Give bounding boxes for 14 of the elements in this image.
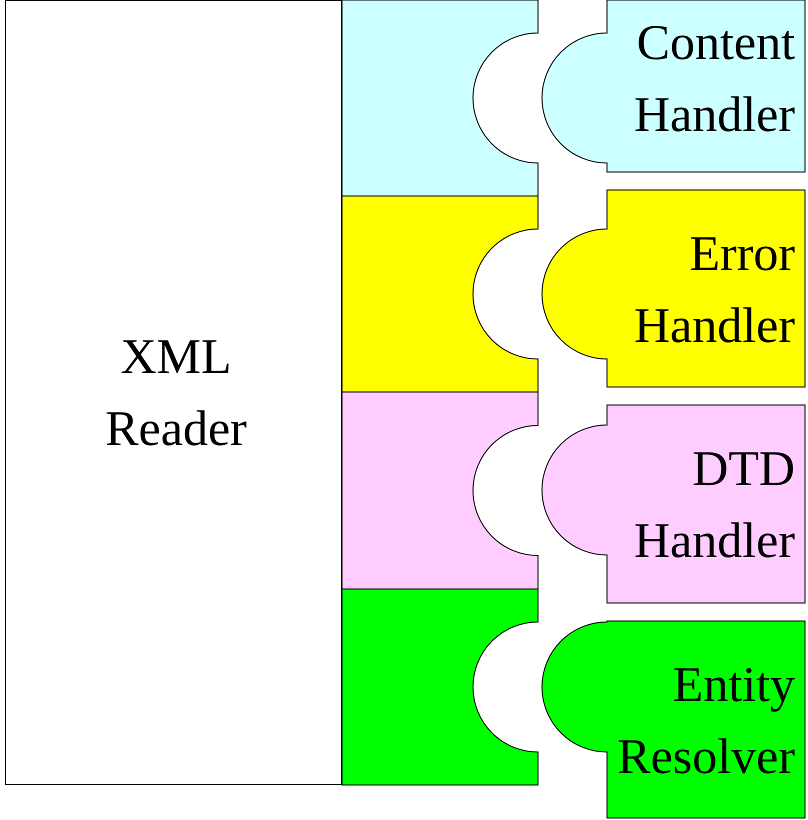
puzzle-piece (541, 0, 805, 172)
socket-piece (342, 196, 538, 392)
node-label: Entity Resolver (616, 654, 795, 786)
node-label: Error Handler (632, 224, 795, 354)
puzzle-piece (541, 190, 805, 387)
node-label: DTD Handler (632, 439, 795, 570)
socket-piece (342, 589, 538, 785)
socket-piece (342, 0, 538, 196)
socket-piece (342, 392, 538, 589)
puzzle-piece (541, 621, 805, 818)
node-label: XML Reader (104, 327, 248, 458)
puzzle-piece (541, 405, 805, 603)
reader-box (5, 0, 342, 785)
node-label: Content Handler (632, 13, 795, 144)
